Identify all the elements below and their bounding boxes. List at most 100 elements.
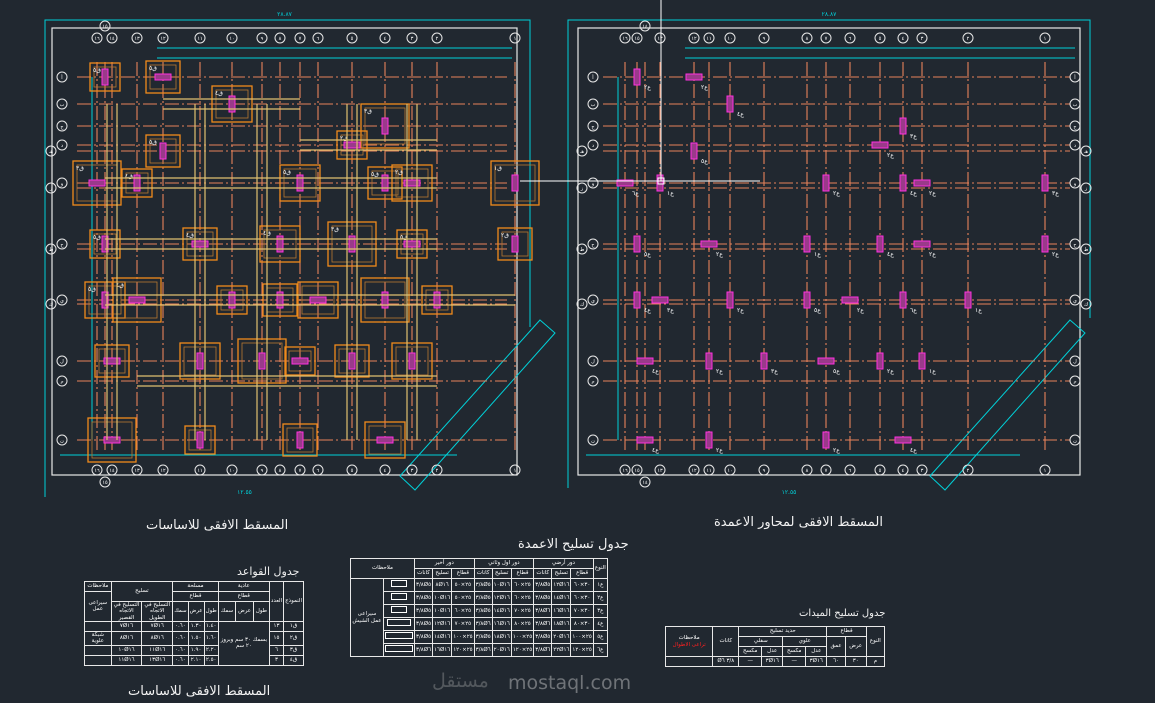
axis-label: ٣ [411, 36, 414, 42]
axis-label: ٤ [384, 36, 387, 42]
cell-value: ٣/٨Ø٥ [413, 617, 434, 631]
footing-outline [360, 103, 410, 149]
axis-label: أ [61, 74, 63, 81]
column [760, 352, 768, 370]
hdr-model: النموذج [283, 581, 304, 622]
axis-bubble [639, 20, 651, 32]
column [101, 291, 109, 309]
axis-label: ٦ [849, 468, 852, 474]
cell-note: سيراعى عمل الشيش [350, 578, 384, 657]
axis-bubble [131, 464, 143, 476]
axis-label: ج [591, 124, 595, 130]
cell-value: ١٠Ø١٦ [491, 578, 512, 592]
cell-value: ٢٥×٨٠ [510, 617, 535, 631]
axis-bubble [1069, 355, 1081, 367]
axis-label: ١ [514, 468, 517, 474]
column-label: ع٢ [1052, 251, 1059, 258]
cell-value: ٢٥×٧٠ [451, 617, 475, 631]
hdr-type: النوع [592, 558, 608, 579]
axis-label: ١١ [706, 36, 711, 42]
column-label: ع٢ [644, 84, 651, 91]
column [296, 431, 304, 449]
cell-value: ٣٠×٦٠ [570, 578, 594, 592]
column [899, 117, 907, 135]
cell-type: م [865, 656, 886, 667]
axis-bubble [45, 243, 57, 255]
axis-bubble [703, 464, 715, 476]
footing-outline [211, 85, 253, 123]
footings-plan-caption: المسقط الافقى للاساسات [128, 684, 271, 699]
axis-label: ١٠ [229, 36, 234, 42]
footing-label: ق١ [494, 165, 502, 172]
cell-model: ق١ [283, 620, 304, 632]
hdr-section: قطاع [510, 568, 535, 579]
column-label: ع٢ [929, 190, 936, 197]
footing-inner-outline [340, 134, 364, 156]
axis-bubble [576, 182, 588, 194]
axis-bubble [1069, 375, 1081, 387]
hdr-plain: عادية [217, 581, 270, 592]
hdr-long-rebar: التسليح في الاتجاه الطويل [141, 601, 174, 622]
axis-bubble [801, 32, 813, 44]
axis-bubble [106, 32, 118, 44]
column-label: ع٦ [910, 307, 917, 314]
cell-notes [84, 620, 112, 632]
hdr-section: قطاع [451, 568, 475, 579]
footing-note: سيراعى عمل [84, 591, 112, 622]
cell-value: ٣/٨Ø٥ [413, 578, 434, 592]
axis-bubble [56, 120, 68, 132]
column-label: ع٢ [716, 368, 723, 375]
footing-inner-outline [125, 172, 149, 194]
axis-bubble [962, 464, 974, 476]
footing-inner-outline [93, 233, 117, 255]
axis-label: ١٠ [727, 36, 732, 42]
column [822, 174, 830, 192]
footing-outline [179, 342, 221, 380]
column-label: ع١ [667, 190, 674, 197]
axis-bubble [56, 355, 68, 367]
watermark-logo: مستقل [432, 670, 489, 692]
axis-bubble [91, 32, 103, 44]
axis-label: ١٦ [94, 36, 100, 42]
axis-label: هـ [48, 149, 53, 155]
cell-value: ٨Ø١٦ [432, 578, 453, 592]
column-label: ع٤ [737, 111, 744, 118]
diagonal-dimension [399, 319, 556, 491]
hdr-straight: عدل [761, 646, 784, 657]
column [191, 240, 209, 248]
column [348, 352, 356, 370]
axis-bubble [587, 375, 599, 387]
hdr-section: قطاع [217, 591, 270, 602]
axis-label: ١٥ [102, 24, 108, 30]
axis-bubble [703, 32, 715, 44]
column [376, 436, 394, 444]
axis-bubble [758, 464, 770, 476]
cell-type: ع٢ [592, 591, 608, 605]
column [616, 179, 634, 187]
axis-bubble [688, 464, 700, 476]
axis-label: ك [49, 302, 53, 308]
column-section-sketch [383, 630, 415, 644]
column [656, 174, 664, 192]
footing-inner-outline [215, 89, 249, 119]
footing-outline [87, 417, 137, 463]
axis-label: م [1073, 379, 1076, 385]
axis-bubble [157, 464, 169, 476]
axis-label: ١١ [197, 468, 202, 474]
axis-bubble [844, 32, 856, 44]
axis-bubble [1069, 434, 1081, 446]
cell-value: ٢٠Ø١٦ [491, 643, 512, 657]
hdr-top: علوي [782, 636, 828, 647]
hdr-section: قطاع [826, 626, 867, 637]
cell-notes [84, 654, 112, 666]
axis-label: ط [1084, 247, 1089, 253]
axis-bubble [587, 294, 599, 306]
column [128, 296, 146, 304]
cell-value: ١٤Ø١٦ [551, 591, 572, 605]
column-label: ع٢ [857, 307, 864, 314]
